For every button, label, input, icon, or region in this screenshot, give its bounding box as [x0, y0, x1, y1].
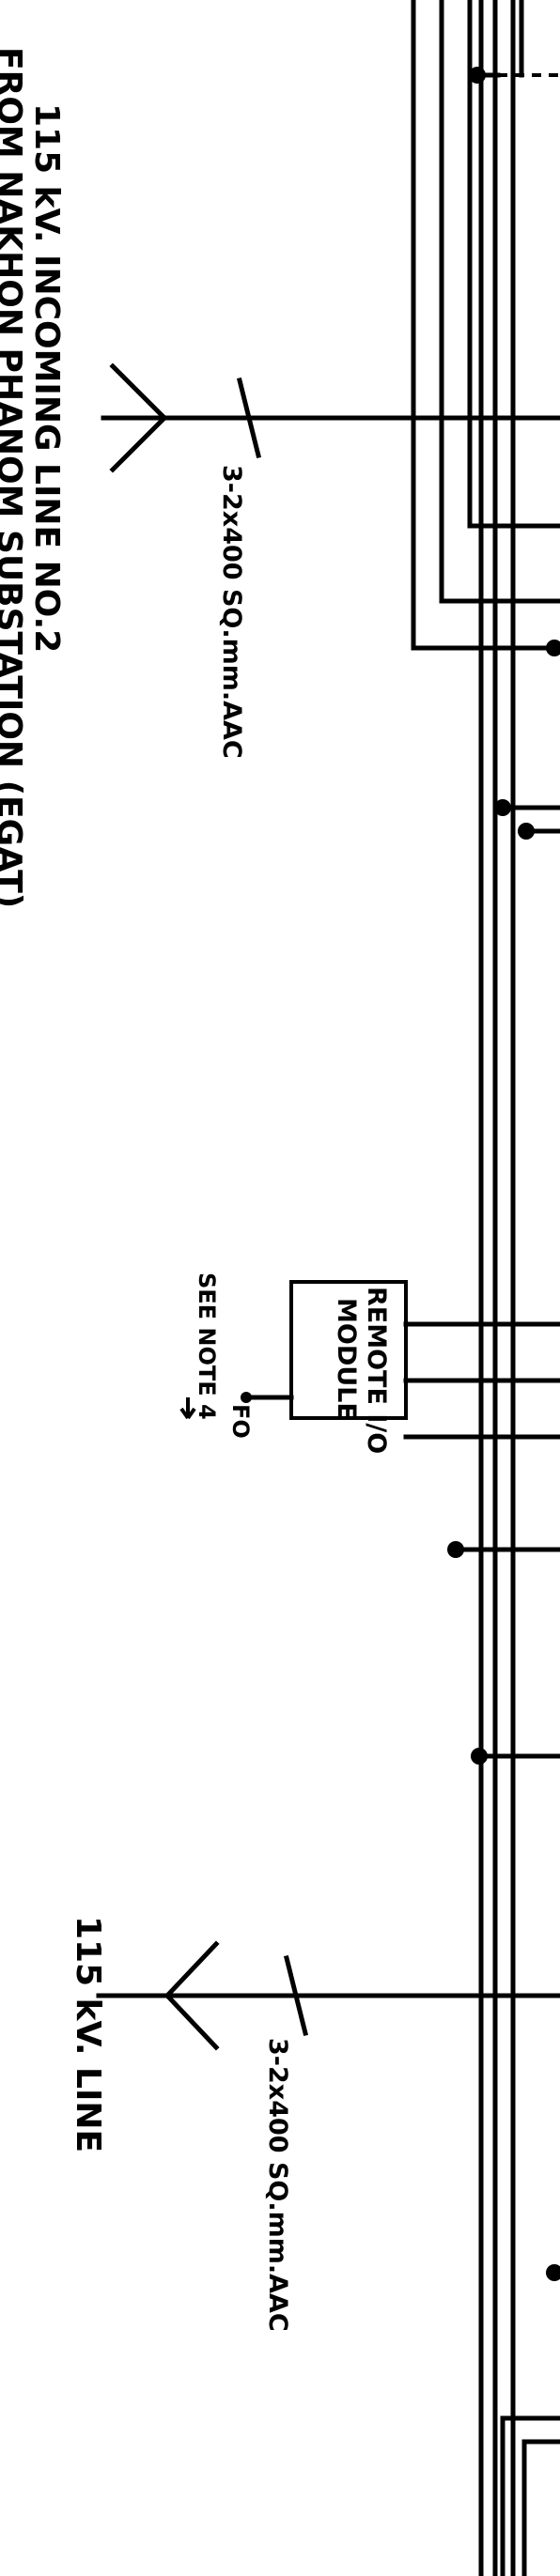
- fo-junction: [241, 1392, 252, 1403]
- arrow-lower: [109, 414, 168, 473]
- incoming-conductor-label: 3-2x400 SQ.mm.AAC: [217, 465, 246, 759]
- junction-dot: [471, 1748, 488, 1765]
- tap-top: [469, 67, 560, 84]
- remote-io-label-line1: REMOTE I/O: [362, 1287, 391, 1454]
- control-wiring-top: [411, 0, 560, 651]
- arrow-lower: [163, 1992, 220, 2051]
- junction-group-1: [494, 640, 560, 840]
- junction-dot: [518, 823, 535, 840]
- bus-bars: [478, 0, 516, 2576]
- conductor-slash: [236, 377, 262, 459]
- remote-io-module: [179, 1280, 560, 1440]
- labels: 115 kV. INCOMING LINE NO.2 FROM NAKHON P…: [0, 47, 391, 2332]
- arrow-upper: [163, 1940, 220, 1999]
- incoming-line-title: 115 kV. INCOMING LINE NO.2: [27, 103, 66, 653]
- junction-dot: [469, 67, 486, 84]
- remote-io-box: [289, 1280, 408, 1420]
- fo-label: FO: [227, 1404, 254, 1439]
- junction-dot: [546, 2264, 560, 2281]
- incoming-line-source: FROM NAKHON PHANOM SUBSTATION (EGAT): [0, 47, 28, 908]
- outgoing-line-title: 115 kV. LINE: [69, 1916, 107, 2152]
- see-note-label: SEE NOTE 4: [194, 1273, 220, 1420]
- remote-io-label-line2: MODULE: [332, 1298, 361, 1420]
- outgoing-conductor-label: 3-2x400 SQ.mm.AAC: [263, 2038, 292, 2332]
- control-wiring-bottom: [500, 2264, 560, 2576]
- junction-dot: [494, 799, 511, 816]
- note-arrow-head: [186, 1407, 196, 1420]
- conductor-slash: [283, 1954, 309, 2037]
- junction-dot: [546, 640, 560, 656]
- outgoing-line-circuit: [96, 1940, 560, 2051]
- junction-dot: [447, 1541, 464, 1558]
- incoming-line-circuit: [101, 362, 560, 473]
- junction-group-2: [447, 1541, 560, 1765]
- arrow-upper: [109, 362, 168, 422]
